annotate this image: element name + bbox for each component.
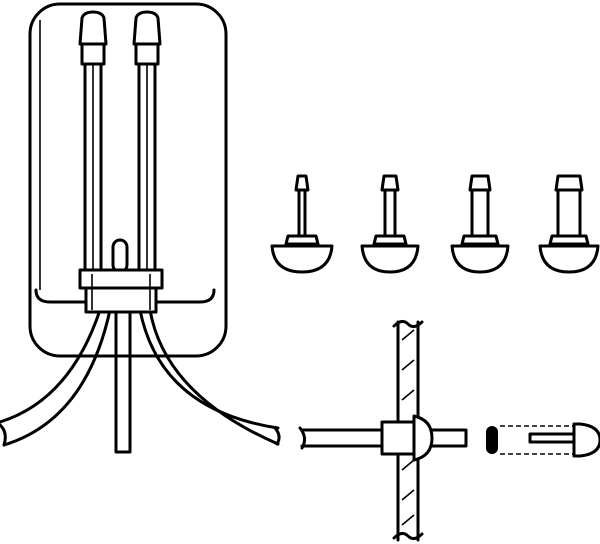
- tube-right: [132, 10, 162, 274]
- valve-small: [270, 174, 334, 274]
- tube-left: [78, 10, 108, 274]
- exploded-valve: [486, 422, 600, 458]
- connector-block: [78, 268, 164, 314]
- valve-medium: [360, 174, 420, 274]
- installed-hose: [298, 414, 468, 462]
- valve-large: [450, 174, 510, 274]
- reservoir: [28, 2, 228, 358]
- valve-xlarge: [538, 174, 600, 274]
- center-post: [111, 238, 129, 274]
- hoses: [0, 308, 281, 454]
